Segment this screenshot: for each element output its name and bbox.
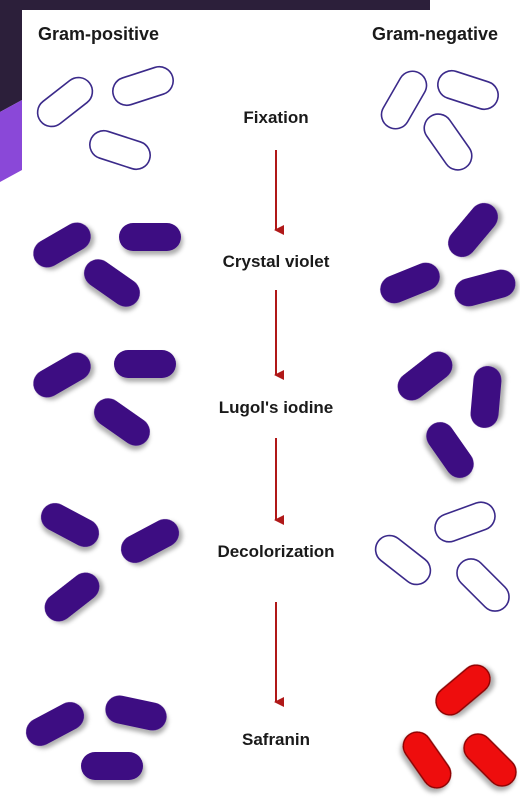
gram-negative-rod xyxy=(458,728,520,792)
gram-negative-rod xyxy=(419,109,477,176)
gram-negative-rod xyxy=(370,530,436,590)
gram-positive-rod xyxy=(39,567,105,627)
gram-negative-rod xyxy=(398,727,456,794)
gram-negative-rod xyxy=(376,258,444,307)
gram-negative-rod xyxy=(434,67,502,113)
gram-positive-rod xyxy=(89,393,156,451)
gram-positive-rod xyxy=(116,514,184,568)
gram-negative-rod xyxy=(421,417,479,484)
gram-positive-rod xyxy=(32,72,98,132)
gram-negative-rod xyxy=(451,266,518,309)
gram-negative-rod xyxy=(431,498,499,546)
gram-negative-rod xyxy=(442,197,503,262)
gram-positive-rod xyxy=(109,63,177,109)
gram-negative-rod xyxy=(469,365,502,429)
gram-positive-rod xyxy=(28,217,96,272)
gram-positive-rod xyxy=(79,254,146,312)
gram-positive-rod xyxy=(28,347,96,402)
gram-positive-rod xyxy=(81,752,143,780)
gram-positive-rod xyxy=(86,127,154,173)
gram-negative-rod xyxy=(376,66,431,134)
gram-negative-rod xyxy=(392,346,458,406)
gram-negative-rod xyxy=(451,553,515,617)
gram-positive-rod xyxy=(21,697,89,751)
gram-positive-rod xyxy=(114,350,176,378)
gram-positive-rod xyxy=(36,498,104,552)
gram-positive-rod xyxy=(119,223,181,251)
gram-negative-rod xyxy=(430,659,495,720)
gram-positive-rod xyxy=(103,693,169,733)
